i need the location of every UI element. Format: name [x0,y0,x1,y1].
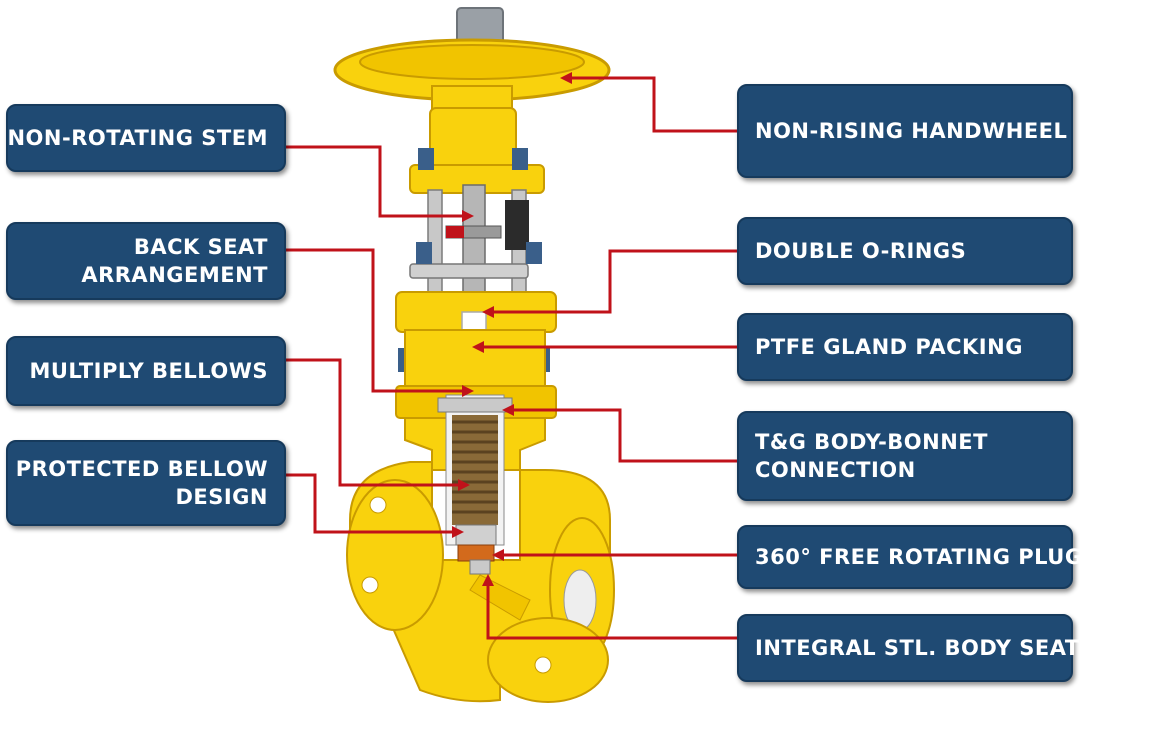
label-tg-body-bonnet-connection: T&G BODY-BONNET CONNECTION [737,411,1073,501]
label-text: MULTIPLY BELLOWS [29,359,268,383]
label-text: INTEGRAL STL. BODY SEAT [755,636,1080,660]
leader-non-rotating-stem [284,145,466,218]
yoke-top [429,107,517,171]
label-text: DOUBLE O-RINGS [755,239,967,263]
left-flange [346,479,444,631]
label-text: 360° FREE ROTATING PLUG [755,545,1083,569]
label-protected-bellow-design: PROTECTED BELLOW DESIGN [6,440,286,526]
label-text: PTFE GLAND PACKING [755,335,1023,359]
label-text-line2: DESIGN [175,485,268,509]
label-text-line1: T&G BODY-BONNET [755,430,988,454]
label-integral-body-seat: INTEGRAL STL. BODY SEAT [737,614,1079,682]
arrowheads [452,72,572,586]
leader-lines [284,76,737,640]
label-back-seat-arrangement: BACK SEAT ARRANGEMENT [6,222,286,300]
plug [455,524,497,546]
label-text-line1: BACK SEAT [133,235,268,259]
label-text-line2: ARRANGEMENT [81,263,268,287]
leader-handwheel [568,76,737,133]
leader-o-rings [490,249,737,314]
label-non-rising-handwheel: NON-RISING HANDWHEEL [737,84,1073,178]
seat [469,559,491,575]
label-text: NON-RISING HANDWHEEL [755,119,1068,143]
leader-seat [486,582,737,640]
label-multiply-bellows: MULTIPLY BELLOWS [6,336,286,406]
leader-protected-bellow [284,473,456,534]
label-non-rotating-stem: NON-ROTATING STEM [6,104,286,172]
leader-tg [510,408,737,463]
label-double-o-rings: DOUBLE O-RINGS [737,217,1073,285]
label-text-line1: PROTECTED BELLOW [15,457,268,481]
label-text-line2: CONNECTION [755,458,916,482]
leader-back-seat [284,248,466,393]
leader-multiply-bellows [284,358,462,487]
label-text: NON-ROTATING STEM [7,126,268,150]
label-ptfe-gland-packing: PTFE GLAND PACKING [737,313,1073,381]
label-free-rotating-plug: 360° FREE ROTATING PLUG [737,525,1082,589]
bellows [452,415,498,525]
